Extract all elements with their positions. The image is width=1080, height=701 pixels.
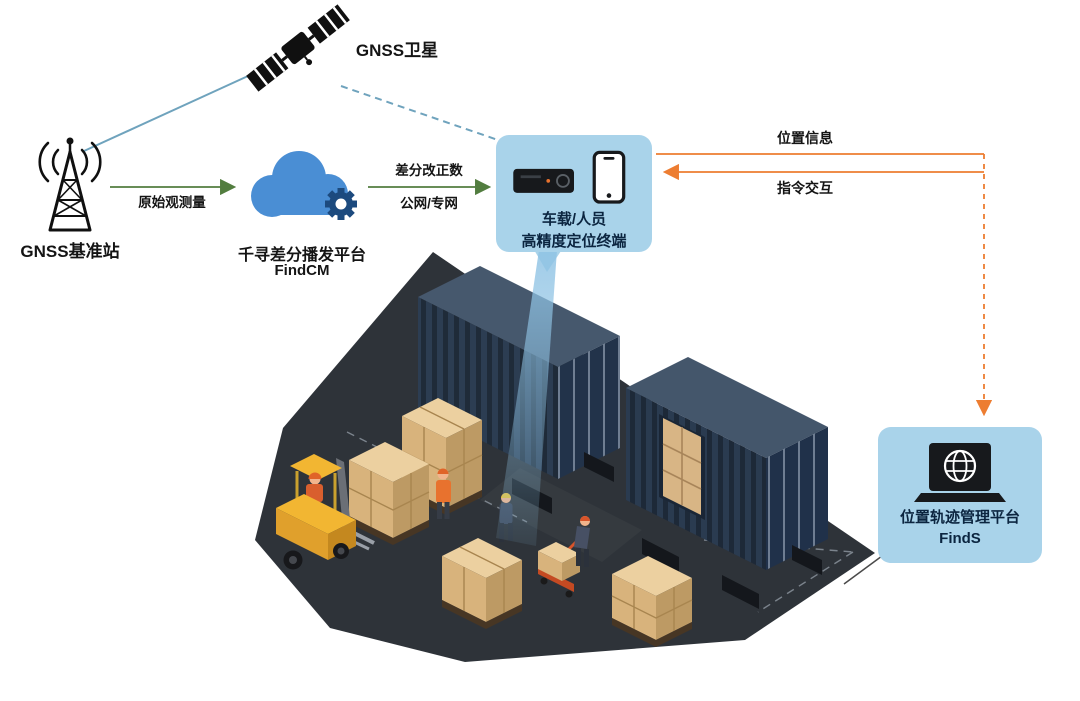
management-label-line1: 位置轨迹管理平台	[899, 509, 1020, 526]
receiver-icon	[513, 168, 574, 193]
warehouse-scene	[255, 250, 875, 662]
command-interaction-label: 指令交互	[777, 180, 833, 196]
correction-label-line1: 差分改正数	[395, 163, 463, 178]
box-stack-4	[611, 556, 693, 647]
container-2-open-door	[659, 414, 705, 520]
box-stack-2	[348, 442, 430, 545]
management-label-line2: FindS	[939, 530, 981, 548]
terminal-label-line1: 车载/人员	[541, 211, 607, 229]
correction-label-line2: 公网/专网	[400, 196, 458, 211]
smartphone-icon	[592, 150, 626, 204]
gear-icon	[325, 188, 357, 220]
satellite-label: GNSS卫星	[355, 41, 439, 60]
laptop-globe-icon	[914, 443, 1006, 502]
positioning-beam	[496, 250, 557, 546]
management-panel-icons	[914, 443, 1006, 502]
location-info-label: 位置信息	[777, 130, 833, 146]
cloud-platform-title: 千寻差分播发平台	[237, 247, 366, 264]
management-platform-panel: 位置轨迹管理平台 FindS	[878, 427, 1042, 563]
terminal-panel: 车载/人员 高精度定位终端	[496, 135, 652, 252]
terminal-panel-icons	[513, 150, 626, 204]
forklift	[276, 454, 375, 570]
worker-1	[436, 468, 451, 519]
radio-tower-icon	[38, 137, 102, 232]
box-stack-3	[442, 538, 522, 629]
link-satellite-terminal	[340, 85, 499, 141]
raw-observation-label: 原始观测量	[138, 195, 206, 210]
worker-3-pallet-jack	[538, 516, 590, 598]
connections	[83, 70, 993, 585]
terminal-label-line2: 高精度定位终端	[521, 232, 627, 250]
base-station-label: GNSS基准站	[20, 242, 120, 261]
finds-callout-line	[843, 555, 883, 585]
gnss-satellite-icon	[246, 4, 350, 92]
cloud-platform-subtitle: FindCM	[274, 262, 330, 279]
link-basestation-satellite	[83, 70, 260, 152]
cloud-gear-icon	[251, 151, 357, 220]
container-2	[626, 357, 828, 609]
